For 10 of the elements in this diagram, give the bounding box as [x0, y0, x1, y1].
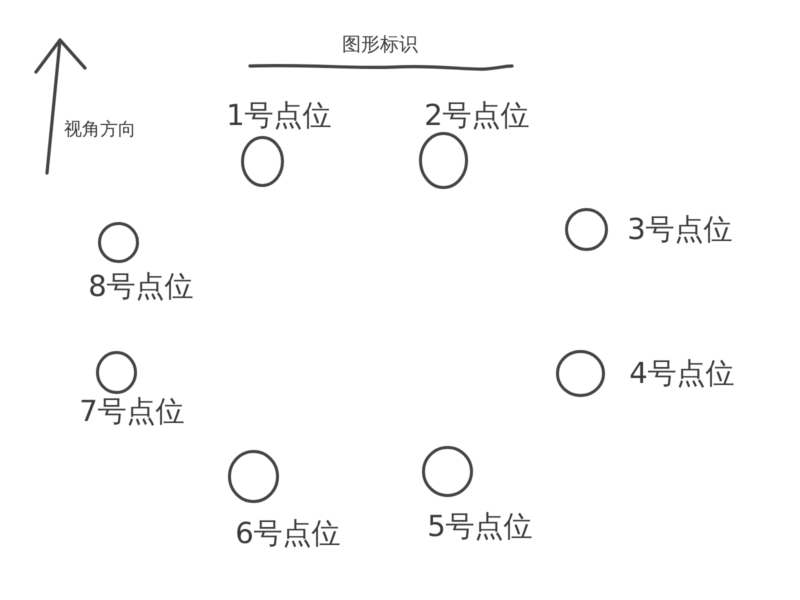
direction-label: 视角方向	[64, 120, 136, 140]
point-label: 4号点位	[629, 358, 735, 390]
point-label: 7号点位	[79, 396, 185, 428]
point-label: 5号点位	[427, 511, 533, 543]
title: 图形标识	[342, 34, 418, 56]
point-label: 6号点位	[235, 518, 341, 550]
point-label: 3号点位	[627, 214, 733, 246]
point-label: 1号点位	[226, 100, 332, 132]
point-label: 8号点位	[88, 271, 194, 303]
point-label: 2号点位	[424, 100, 530, 132]
